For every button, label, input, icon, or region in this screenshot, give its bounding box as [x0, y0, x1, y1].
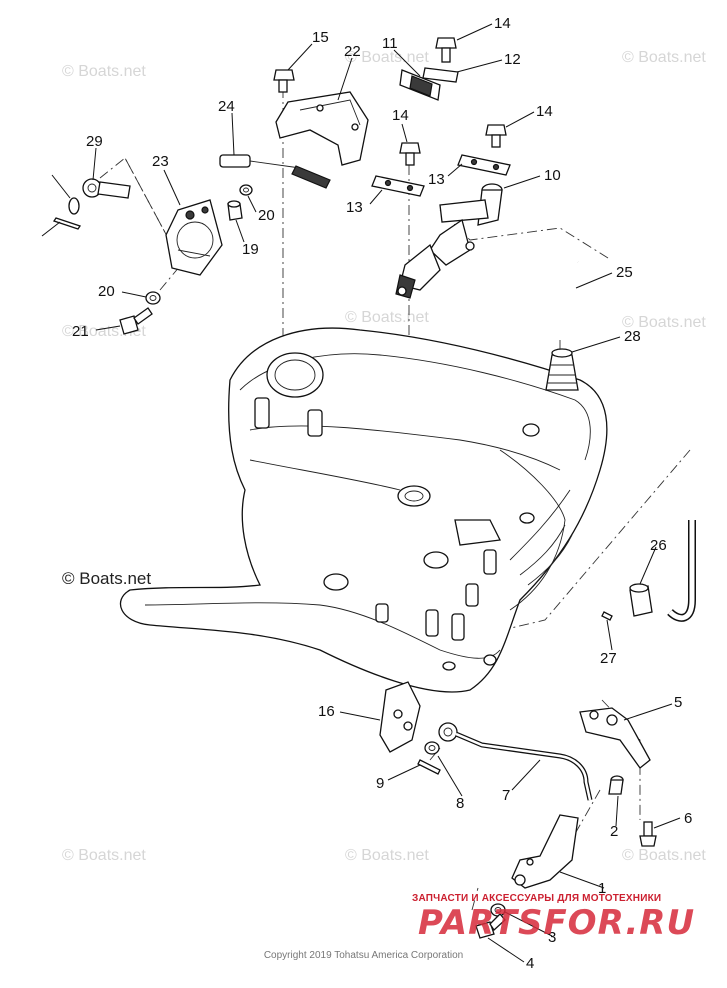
callout-5: 5	[674, 694, 682, 711]
callout-9: 9	[376, 775, 384, 792]
watermark: © Boats.net	[62, 63, 146, 80]
callout-4: 4	[526, 955, 534, 972]
rod-end-27	[82, 178, 131, 199]
watermark: © Boats.net	[345, 309, 429, 326]
callout-16: 16	[318, 703, 335, 720]
callout-7: 7	[502, 787, 510, 804]
plate-13	[457, 154, 511, 176]
callout-6: 6	[684, 810, 692, 827]
watermark-strong: © Boats.net	[62, 569, 151, 588]
bolt-6	[639, 821, 657, 847]
hose-bend	[667, 520, 696, 622]
spacer-19	[227, 200, 243, 221]
callout-15: 15	[312, 29, 329, 46]
callout-1: 1	[598, 880, 606, 897]
callout-10: 10	[544, 167, 561, 184]
brand-logo: PARTSFOR.RU	[418, 903, 696, 943]
bottom-cowl-frame	[119, 327, 608, 693]
washer-20	[239, 184, 253, 196]
bolt-14	[435, 37, 457, 63]
copyright-notice: Copyright 2019 Tohatsu America Corporati…	[263, 950, 464, 961]
callout-13: 13	[346, 199, 363, 216]
hose-23	[552, 257, 580, 328]
lever-1	[511, 814, 579, 889]
callout-20: 20	[98, 283, 115, 300]
cap-24	[629, 583, 653, 617]
pin-25	[601, 611, 613, 621]
bolt-14	[485, 124, 507, 148]
callout-25: 27	[600, 650, 617, 667]
callout-14: 14	[494, 15, 511, 32]
bolt-21	[119, 307, 153, 335]
shift-unit-18	[165, 199, 223, 276]
spacer-2	[608, 775, 624, 795]
clip-9	[417, 759, 441, 775]
callout-14: 14	[392, 107, 409, 124]
bolt-14	[399, 142, 421, 166]
callout-13: 13	[428, 171, 445, 188]
callout-17: 22	[344, 43, 361, 60]
pin-29	[52, 217, 82, 230]
watermark: © Boats.net	[345, 49, 429, 66]
bolt-4	[475, 913, 506, 939]
watermark: © Boats.net	[622, 49, 706, 66]
bolt-15	[273, 69, 295, 93]
callout-11: 11	[382, 35, 398, 52]
callout-26: 28	[624, 328, 641, 345]
callout-18: 23	[152, 153, 169, 170]
grommet-26	[545, 348, 579, 391]
callout-3: 3	[548, 929, 556, 946]
callout-labels: 15 22 11 12 14 14 14 13 13 10 25 28 24 2…	[72, 15, 692, 972]
watermark: © Boats.net	[622, 847, 706, 864]
washer-20	[145, 291, 161, 305]
callout-23: 25	[616, 264, 633, 281]
washer-28	[68, 197, 80, 215]
callout-19: 19	[242, 241, 259, 258]
callout-24: 26	[650, 537, 667, 554]
watermark: © Boats.net	[62, 847, 146, 864]
callout-20: 20	[258, 207, 275, 224]
callout-2: 2	[610, 823, 618, 840]
rod-7	[438, 722, 593, 801]
callout-14: 14	[536, 103, 553, 120]
plate-16	[379, 681, 421, 753]
washer-12	[422, 67, 459, 83]
cable-22	[219, 154, 331, 189]
callout-21: 21	[72, 323, 89, 340]
washer-8	[424, 741, 440, 755]
plate-11	[399, 69, 441, 101]
arm-5	[579, 707, 651, 769]
watermark: © Boats.net	[345, 847, 429, 864]
bracket-17	[275, 91, 369, 166]
callout-27: 29	[86, 133, 103, 150]
callout-8: 8	[456, 795, 464, 812]
leader-lines	[41, 23, 681, 963]
brand-tagline: ЗАПЧАСТИ И АКСЕССУАРЫ ДЛЯ МОТОТЕХНИКИ	[412, 893, 662, 904]
callout-22: 24	[218, 98, 235, 115]
plate-13	[371, 175, 425, 197]
callout-12: 12	[504, 51, 521, 68]
watermark: © Boats.net	[622, 314, 706, 331]
linkage-10	[395, 183, 503, 299]
